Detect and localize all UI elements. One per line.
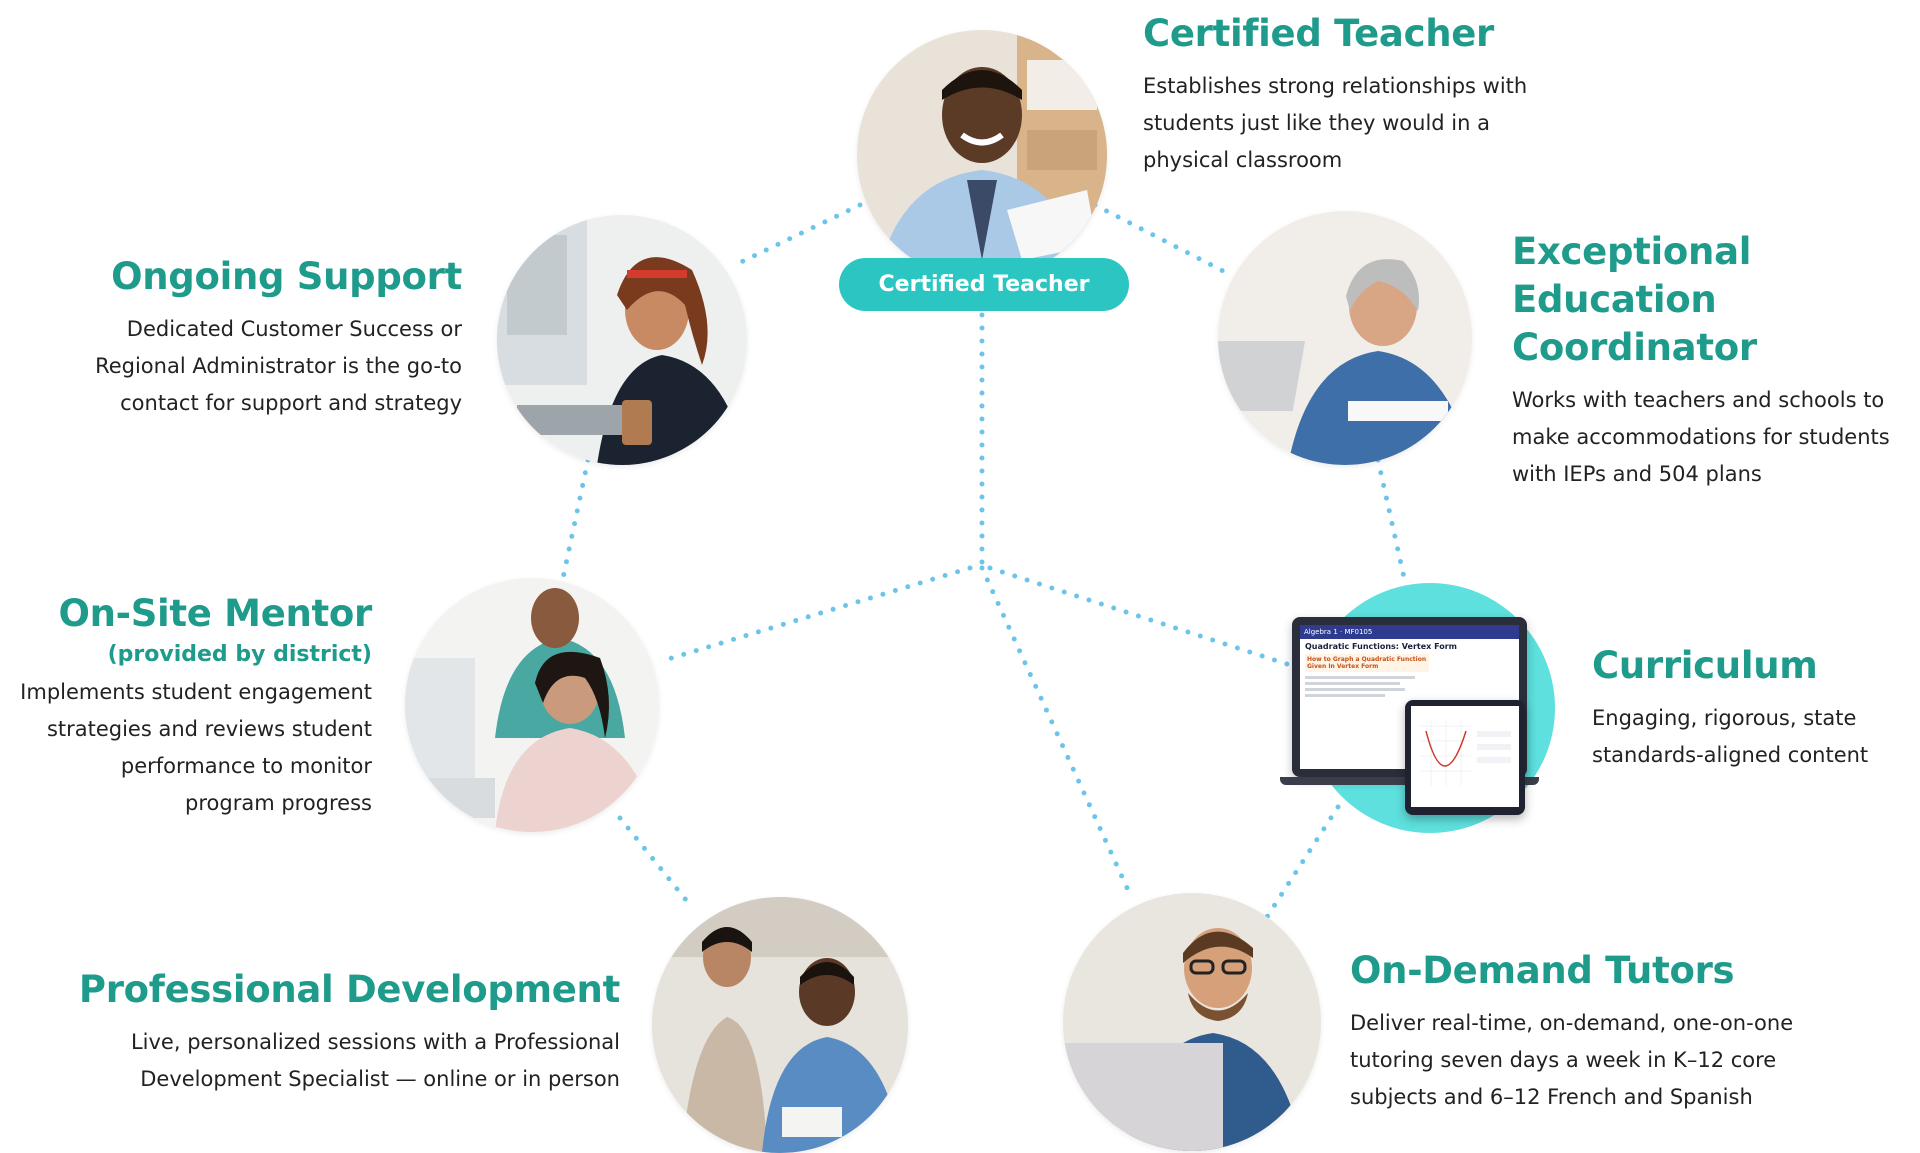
professional-development-description: Live, personalized sessions with a Profe… — [60, 1024, 620, 1098]
on-site-mentor-subtitle: (provided by district) — [107, 642, 372, 667]
parabola-graph — [1421, 721, 1511, 786]
on-site-mentor-label: On-Site Mentor (provided by district) Im… — [0, 590, 372, 822]
connector-teacher-exceptional — [1092, 202, 1228, 275]
tablet-mockup — [1405, 700, 1525, 815]
on-demand-tutors-photo — [1063, 893, 1321, 1151]
description-line: Works with teachers and schools to — [1512, 388, 1885, 412]
description-line: program progress — [185, 791, 372, 815]
exceptional-education-photo — [1218, 211, 1472, 465]
description-line: subjects and 6–12 French and Spanish — [1350, 1085, 1753, 1109]
professional-development-photo — [652, 897, 908, 1153]
description-line: contact for support and strategy — [120, 391, 462, 415]
description-line: Engaging, rigorous, state — [1592, 706, 1857, 730]
description-line: Implements student engagement — [20, 680, 372, 704]
professional-development-label: Professional Development Live, personali… — [60, 966, 620, 1098]
certified-teacher-description: Establishes strong relationships with st… — [1143, 68, 1603, 179]
screen-text-lines — [1305, 676, 1514, 697]
description-line: Live, personalized sessions with a Profe… — [130, 1030, 620, 1054]
connector-hub-tutors — [979, 565, 1131, 893]
tablet-screen — [1411, 706, 1519, 807]
on-demand-tutors-description: Deliver real-time, on-demand, one-on-one… — [1350, 1005, 1870, 1116]
on-demand-tutors-title: On-Demand Tutors — [1350, 949, 1735, 992]
description-line: strategies and reviews student — [46, 717, 372, 741]
certified-teacher-photo — [857, 30, 1107, 280]
on-demand-tutors-label: On-Demand Tutors Deliver real-time, on-d… — [1350, 947, 1870, 1116]
professional-development-title: Professional Development — [78, 968, 620, 1011]
description-line: with IEPs and 504 plans — [1512, 462, 1762, 486]
description-line: make accommodations for students — [1512, 425, 1890, 449]
connector-hub-curriculum — [987, 565, 1293, 668]
certified-teacher-title: Certified Teacher — [1143, 12, 1495, 55]
exceptional-education-description: Works with teachers and schools to make … — [1512, 382, 1912, 493]
description-line: Development Specialist — online or in pe… — [140, 1067, 620, 1091]
certified-teacher-pill: Certified Teacher — [839, 258, 1129, 311]
description-line: physical classroom — [1143, 148, 1343, 172]
ongoing-support-title: Ongoing Support — [111, 255, 462, 298]
on-site-mentor-photo — [405, 578, 659, 832]
connector-support-mentor — [560, 457, 591, 581]
description-line: Establishes strong relationships with — [1143, 74, 1528, 98]
description-line: Deliver real-time, on-demand, one-on-one — [1350, 1011, 1794, 1035]
ongoing-support-photo — [497, 215, 747, 465]
screen-video-title: How to Graph a Quadratic Function Given … — [1305, 654, 1429, 672]
description-line: standards-aligned content — [1592, 743, 1869, 767]
curriculum-description: Engaging, rigorous, state standards-alig… — [1592, 700, 1912, 774]
ongoing-support-label: Ongoing Support Dedicated Customer Succe… — [40, 253, 462, 422]
exceptional-education-title: Exceptional Education Coordinator — [1512, 228, 1912, 372]
screen-header-text: Algebra 1 · MF0105 — [1304, 628, 1373, 636]
description-line: students just like they would in a — [1143, 111, 1490, 135]
connector-exceptional-curriculum — [1375, 457, 1408, 585]
ongoing-support-description: Dedicated Customer Success or Regional A… — [40, 311, 462, 422]
curriculum-label: Curriculum Engaging, rigorous, state sta… — [1592, 642, 1912, 774]
connector-hub-mentor — [662, 565, 973, 663]
curriculum-title: Curriculum — [1592, 644, 1818, 687]
connector-mentor-profdev — [617, 815, 689, 903]
screen-header: Algebra 1 · MF0105 — [1300, 625, 1519, 639]
on-site-mentor-title: On-Site Mentor — [58, 592, 372, 635]
connector-teacher-support — [732, 202, 863, 268]
connector-curriculum-tutors — [1262, 804, 1341, 923]
description-line: Dedicated Customer Success or — [126, 317, 462, 341]
description-line: performance to monitor — [120, 754, 372, 778]
description-line: tutoring seven days a week in K–12 core — [1350, 1048, 1777, 1072]
description-line: Regional Administrator is the go-to — [95, 354, 462, 378]
screen-lesson-title: Quadratic Functions: Vertex Form — [1305, 642, 1457, 651]
exceptional-education-label: Exceptional Education Coordinator Works … — [1512, 228, 1912, 493]
certified-teacher-label: Certified Teacher Establishes strong rel… — [1143, 10, 1603, 179]
title-line: Exceptional — [1512, 230, 1752, 273]
title-line: Education Coordinator — [1512, 278, 1757, 369]
on-site-mentor-description: Implements student engagement strategies… — [0, 674, 372, 822]
